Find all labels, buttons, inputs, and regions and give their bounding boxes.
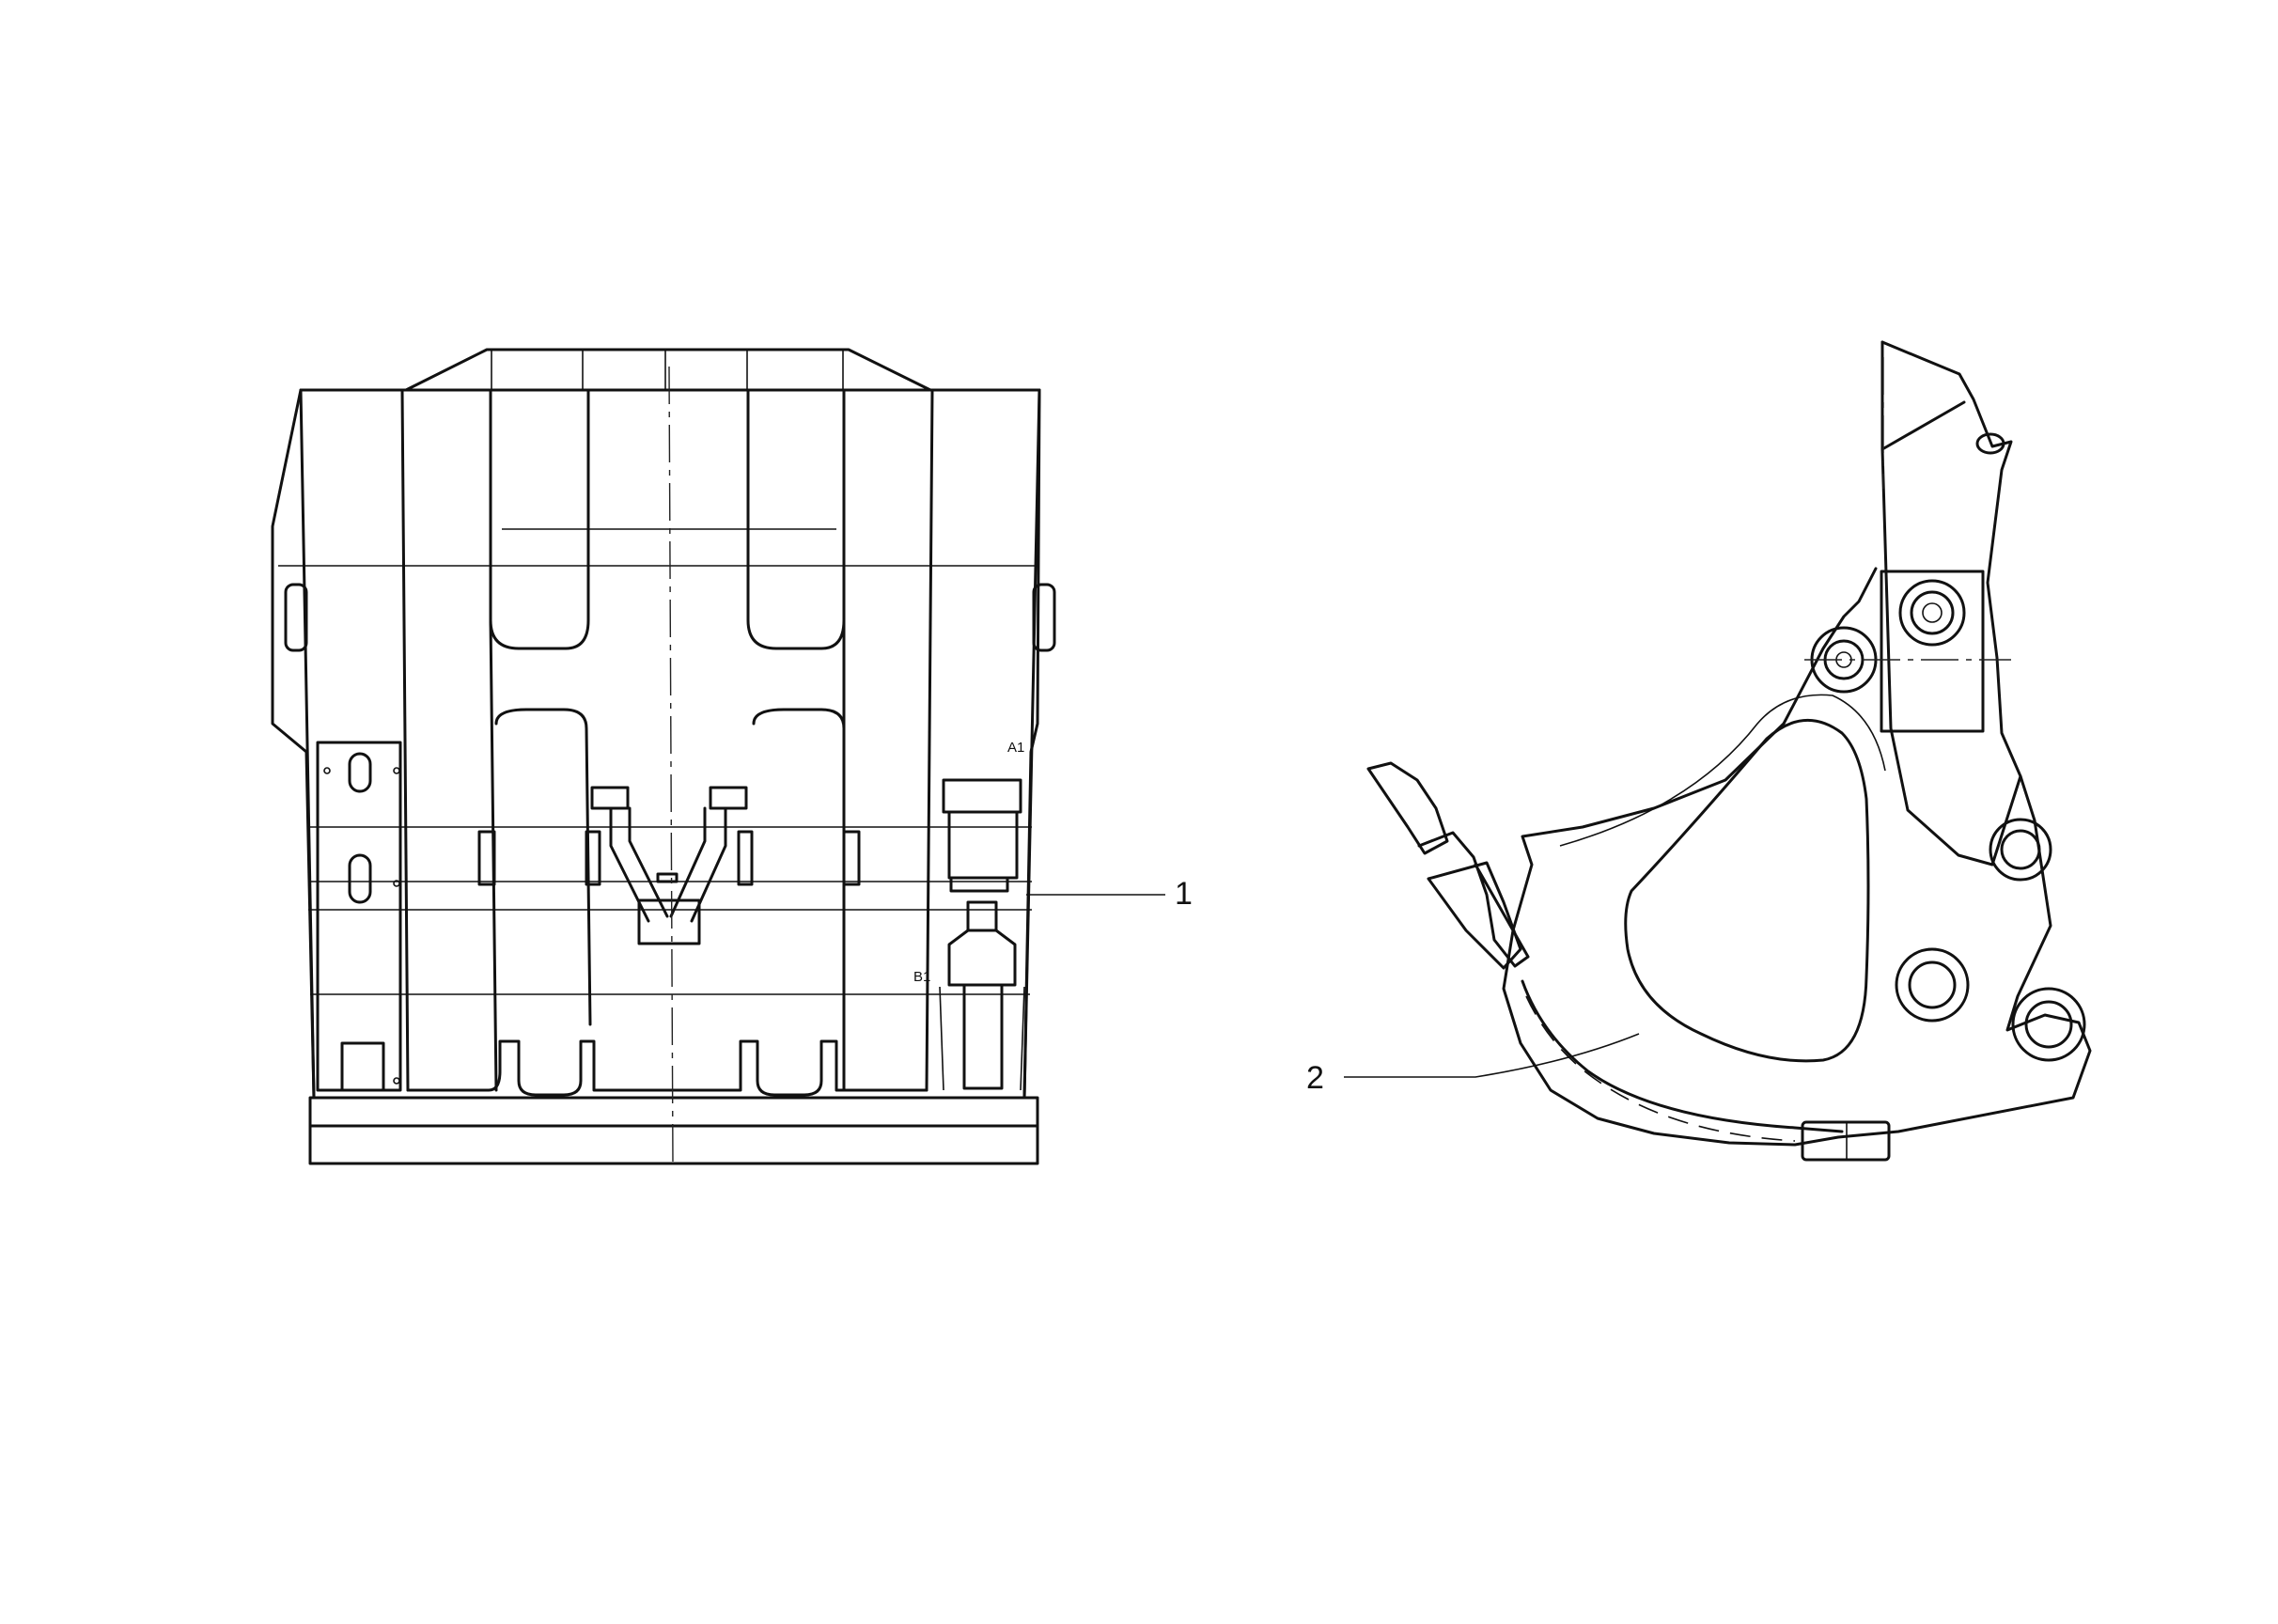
pin-boss-middle: [1989, 818, 2052, 882]
pin-boss-upper-right: [1880, 570, 1985, 733]
pin-boss-lower-left: [1895, 947, 1970, 1023]
port-b-label: B1: [913, 969, 930, 985]
callout-2-leader: [1344, 1033, 1640, 1078]
port-a-label: A1: [1007, 740, 1024, 756]
callout-1-label[interactable]: 1: [1175, 876, 1193, 912]
callout-2-label[interactable]: 2: [1306, 1060, 1324, 1096]
bucket-front-view: A1 B1: [271, 348, 1165, 1166]
bucket-side-view: [1344, 340, 2092, 1162]
pin-boss-lower-right: [2011, 987, 2086, 1062]
